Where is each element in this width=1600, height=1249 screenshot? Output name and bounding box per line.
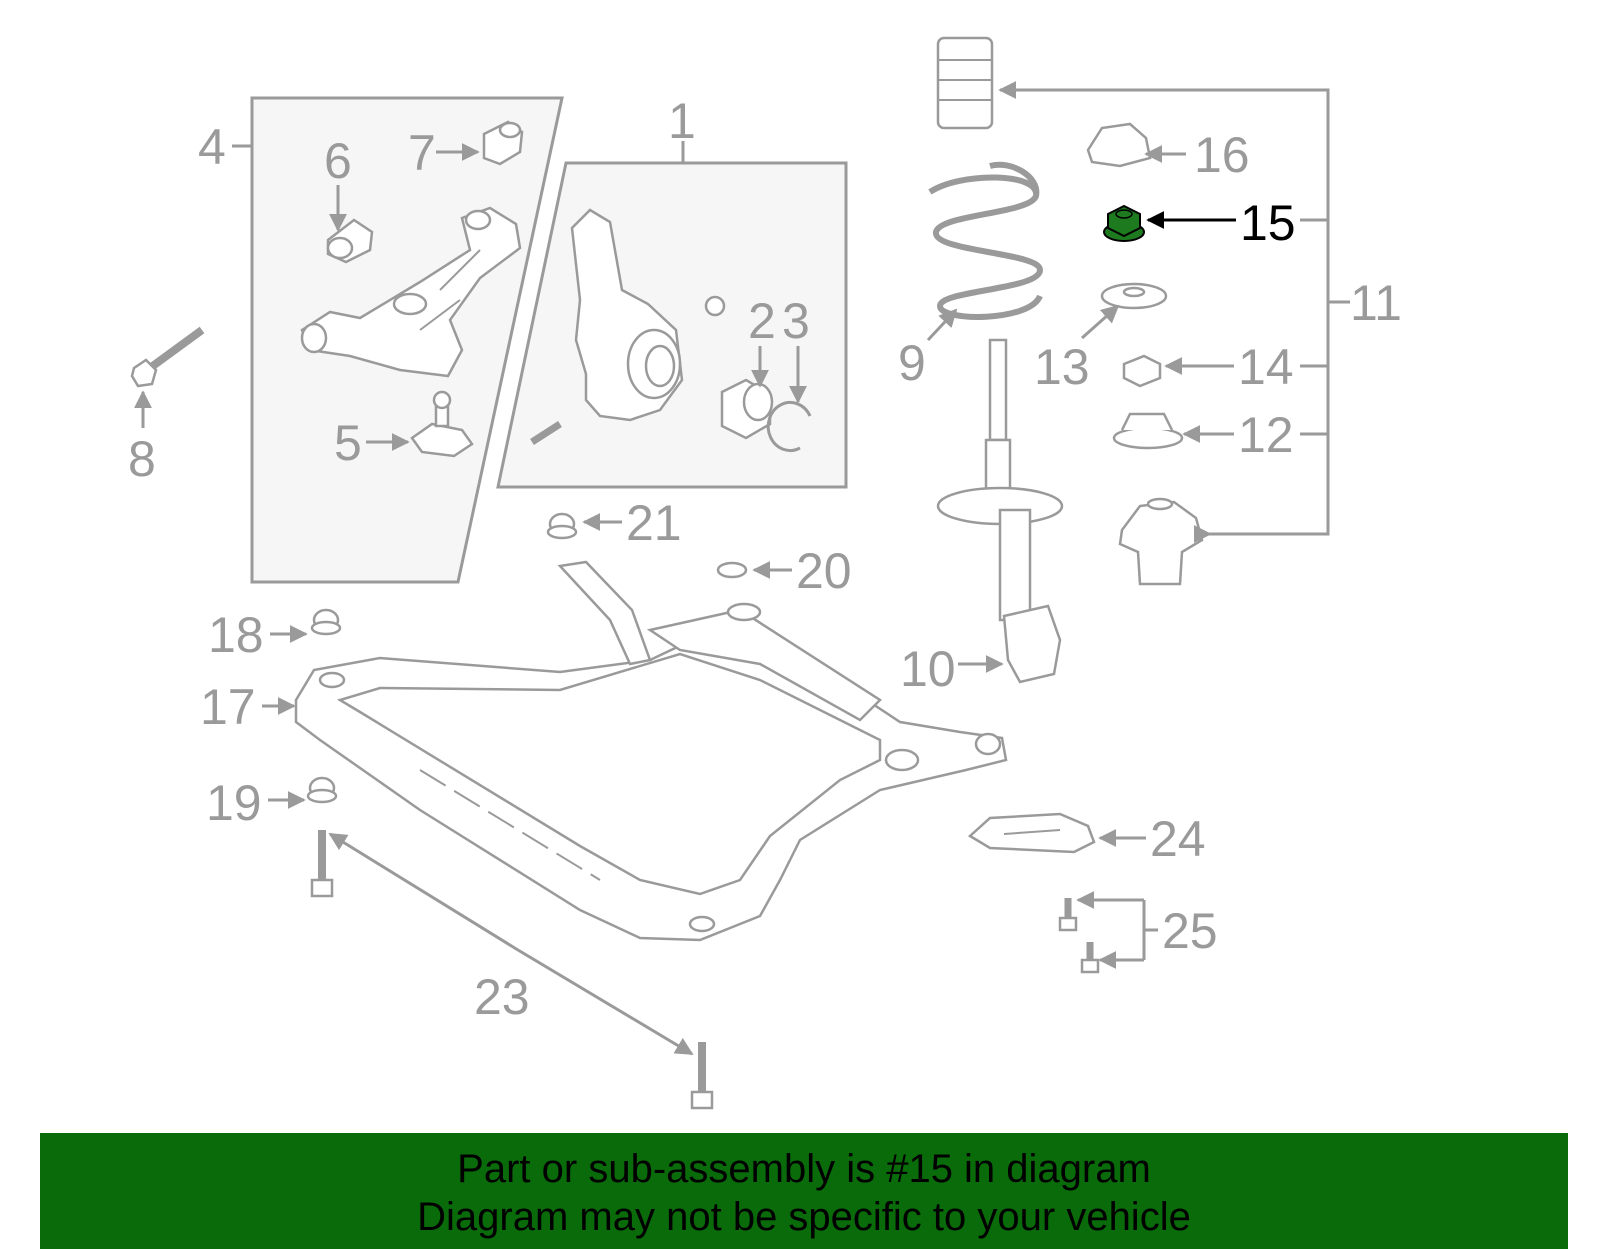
snap-ring-3[interactable] — [766, 401, 812, 452]
control-arm[interactable] — [300, 206, 522, 378]
subframe-17[interactable] — [294, 560, 1008, 942]
bolt-23-lower[interactable] — [690, 1042, 714, 1110]
callout-7: 7 — [408, 125, 436, 181]
callout-5: 5 — [334, 415, 362, 471]
knuckle-nut[interactable] — [704, 295, 726, 317]
nut-14[interactable] — [1122, 354, 1162, 388]
banner-line-1: Part or sub-assembly is #15 in diagram — [457, 1147, 1151, 1191]
insulator-18[interactable] — [310, 608, 342, 636]
callout-11: 11 — [1350, 275, 1402, 331]
callout-24: 24 — [1150, 811, 1206, 867]
callout-13: 13 — [1034, 339, 1090, 395]
callout-6: 6 — [324, 133, 352, 189]
bolt-23-upper[interactable] — [310, 830, 334, 898]
nut-15-highlighted[interactable] — [1103, 204, 1145, 242]
callout-3: 3 — [782, 293, 810, 349]
callout-10: 10 — [900, 641, 956, 697]
callout-14: 14 — [1238, 339, 1294, 395]
callout-17: 17 — [200, 679, 256, 735]
mount-cap-16[interactable] — [1086, 122, 1152, 168]
callout-8: 8 — [128, 431, 156, 487]
insulator-21[interactable] — [546, 512, 578, 540]
insulator-19[interactable] — [306, 776, 338, 804]
ball-joint-5[interactable] — [410, 390, 474, 458]
spring-seat-13[interactable] — [1100, 282, 1168, 310]
callout-1: 1 — [668, 93, 696, 149]
callout-9: 9 — [898, 335, 926, 391]
callout-25: 25 — [1162, 903, 1218, 959]
knuckle-bolt[interactable] — [530, 421, 562, 445]
callout-21: 21 — [626, 495, 682, 551]
bushing-6[interactable] — [326, 218, 374, 264]
callout-12: 12 — [1238, 407, 1294, 463]
callout-20: 20 — [796, 543, 852, 599]
insulator-20[interactable] — [716, 561, 748, 579]
callout-16: 16 — [1194, 127, 1250, 183]
bushing-7[interactable] — [482, 120, 524, 166]
bolts-25[interactable] — [1058, 898, 1100, 974]
bracket-24[interactable] — [967, 812, 1096, 854]
callout-23: 23 — [474, 969, 530, 1025]
callout-2: 2 — [748, 293, 776, 349]
coil-spring-9[interactable] — [928, 161, 1044, 320]
wheel-bearing-2[interactable] — [720, 378, 774, 440]
strut-10[interactable] — [936, 338, 1064, 684]
bearing-12[interactable] — [1112, 412, 1184, 450]
callout-18: 18 — [208, 607, 264, 663]
bolt-8[interactable] — [130, 326, 205, 388]
callout-19: 19 — [206, 775, 262, 831]
info-banner: Part or sub-assembly is #15 in diagram D… — [40, 1133, 1568, 1249]
banner-line-2: Diagram may not be specific to your vehi… — [417, 1195, 1191, 1239]
callout-4: 4 — [198, 119, 226, 175]
steering-knuckle[interactable] — [570, 208, 684, 422]
bump-stop[interactable] — [936, 36, 994, 130]
strut-mount[interactable] — [1118, 497, 1204, 586]
callout-15: 15 — [1240, 195, 1296, 251]
